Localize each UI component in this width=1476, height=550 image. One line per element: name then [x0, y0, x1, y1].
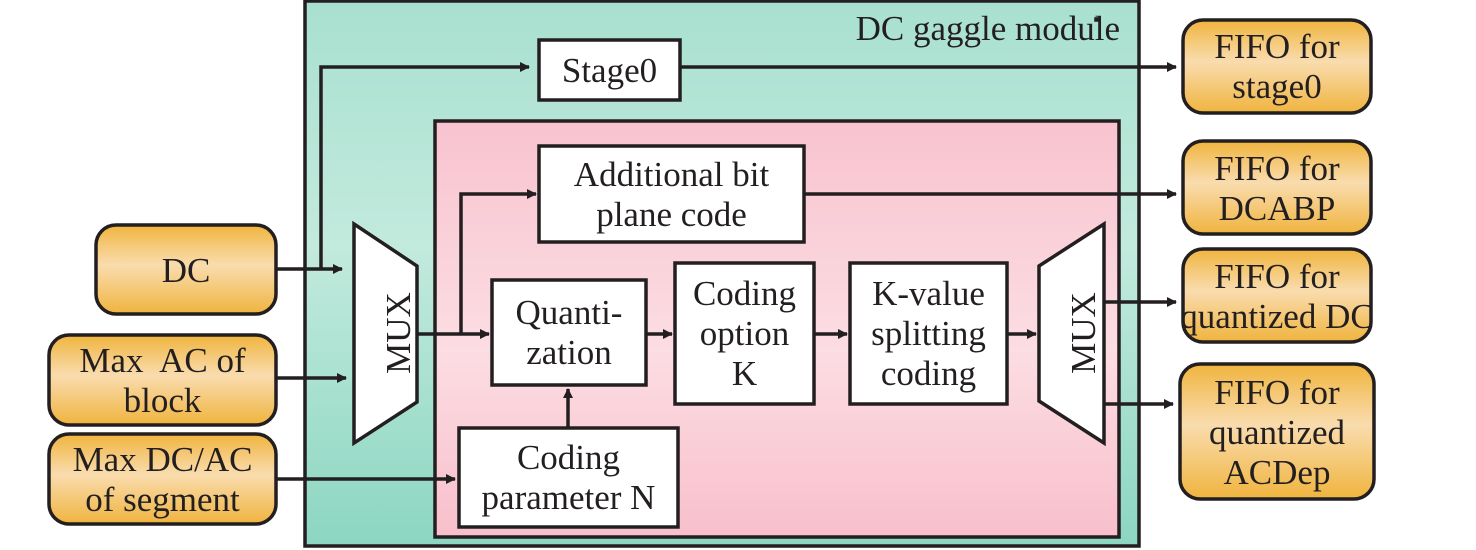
label-line: Additional bit [574, 155, 770, 194]
label-line: coding [881, 354, 976, 393]
label-line: DCABP [1219, 189, 1336, 228]
label-line: plane code [596, 195, 747, 234]
label-line: Quanti- [516, 293, 623, 332]
label-line: Coding [517, 438, 620, 477]
label-line: parameter N [482, 478, 656, 517]
label-line: FIFO for [1214, 149, 1340, 188]
svg-text:MUX: MUX [1064, 292, 1103, 374]
block-label: Quanti-zation [516, 293, 623, 372]
output-mux: MUX [1037, 220, 1106, 447]
label-line: ACDep [1224, 453, 1331, 492]
label-line: quantized [1209, 413, 1346, 452]
label-line: Max AC of [79, 341, 246, 380]
label-line: Max DC/AC [73, 440, 253, 479]
wires [277, 62, 1177, 484]
stage0-block: Stage0 [537, 38, 682, 102]
label-line: Stage0 [562, 51, 657, 90]
label-line: K-value [872, 274, 985, 313]
label-line: zation [526, 333, 612, 372]
label-line: quantized DC [1180, 297, 1373, 336]
wire-dc-to-stage0 [319, 62, 530, 269]
label-line: of segment [85, 480, 240, 519]
wire-mux-to-additional-bitplane [459, 189, 537, 334]
svg-text:MUX: MUX [379, 292, 418, 374]
label-line: FIFO for [1214, 373, 1340, 412]
label-line: stage0 [1232, 67, 1321, 106]
label-line: splitting [871, 314, 986, 353]
quantization-block: Quanti-zation [490, 278, 648, 387]
block-label: Stage0 [562, 51, 657, 90]
label-line: Coding [693, 274, 796, 313]
label-line: option [700, 314, 789, 353]
module-title: DC gaggle module [856, 9, 1120, 48]
label-line: K [732, 354, 757, 393]
label-line: block [124, 381, 202, 420]
input-dc: DC [94, 223, 278, 316]
label-line: FIFO for [1214, 257, 1340, 296]
input-label: DC [162, 251, 211, 290]
label-line: FIFO for [1214, 27, 1340, 66]
label-line: DC [162, 251, 211, 290]
input-mux: MUX [352, 220, 419, 447]
